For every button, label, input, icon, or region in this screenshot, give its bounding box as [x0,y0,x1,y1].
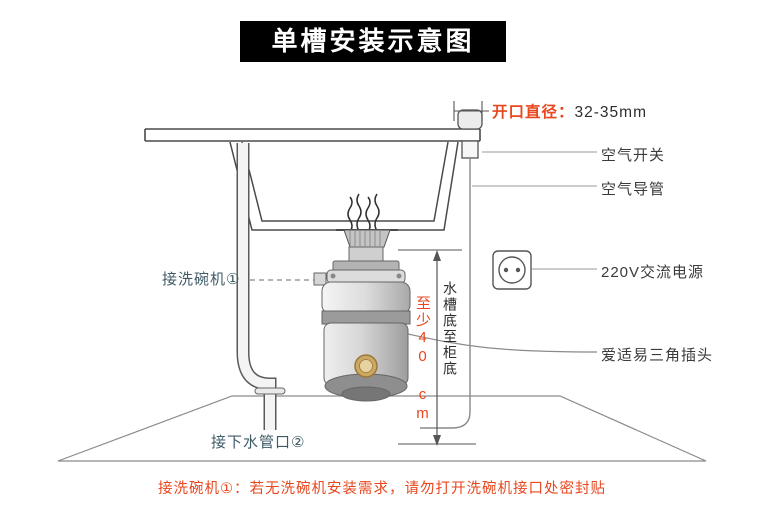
opening-diameter-label: 开口直径：32-35mm [492,100,647,122]
height-dimension-icon [398,249,476,446]
sink-to-cabinet-label: 水槽底至柜底 [442,281,458,377]
floor-outline-icon [57,395,707,462]
air-switch-icon [457,109,483,159]
water-flow-icon [347,193,380,233]
leader-lines [472,151,597,270]
drain-outlet-label: 接下水管口② [211,434,306,451]
sink-basin-icon [229,141,459,231]
plug-label: 爱适易三角插头 [601,347,714,364]
garbage-disposer-icon [321,246,411,402]
power-label: 220V交流电源 [601,264,705,281]
min-height-label: 至少40 cm [414,295,431,424]
countertop-icon [144,128,481,142]
power-cord-icon [407,333,598,353]
opening-diameter-value: 32-35mm [574,104,647,121]
diameter-dimension-icon [453,101,489,121]
sink-strainer-icon [336,229,398,248]
power-outlet-icon [492,250,532,290]
dishwasher-label: 接洗碗机① [162,271,241,288]
dishwasher-connection-icon [250,272,327,286]
air-duct-label: 空气导管 [601,181,666,198]
air-duct-line-icon [420,158,471,429]
footnote: 接洗碗机①：若无洗碗机安装需求，请勿打开洗碗机接口处密封贴 [158,481,606,497]
drain-pipe-icon [236,143,286,430]
opening-diameter-prefix: 开口直径： [492,104,575,121]
disposer-logo-icon [354,354,378,378]
diagram-title: 单槽安装示意图 [240,21,506,62]
air-switch-label: 空气开关 [601,147,666,164]
